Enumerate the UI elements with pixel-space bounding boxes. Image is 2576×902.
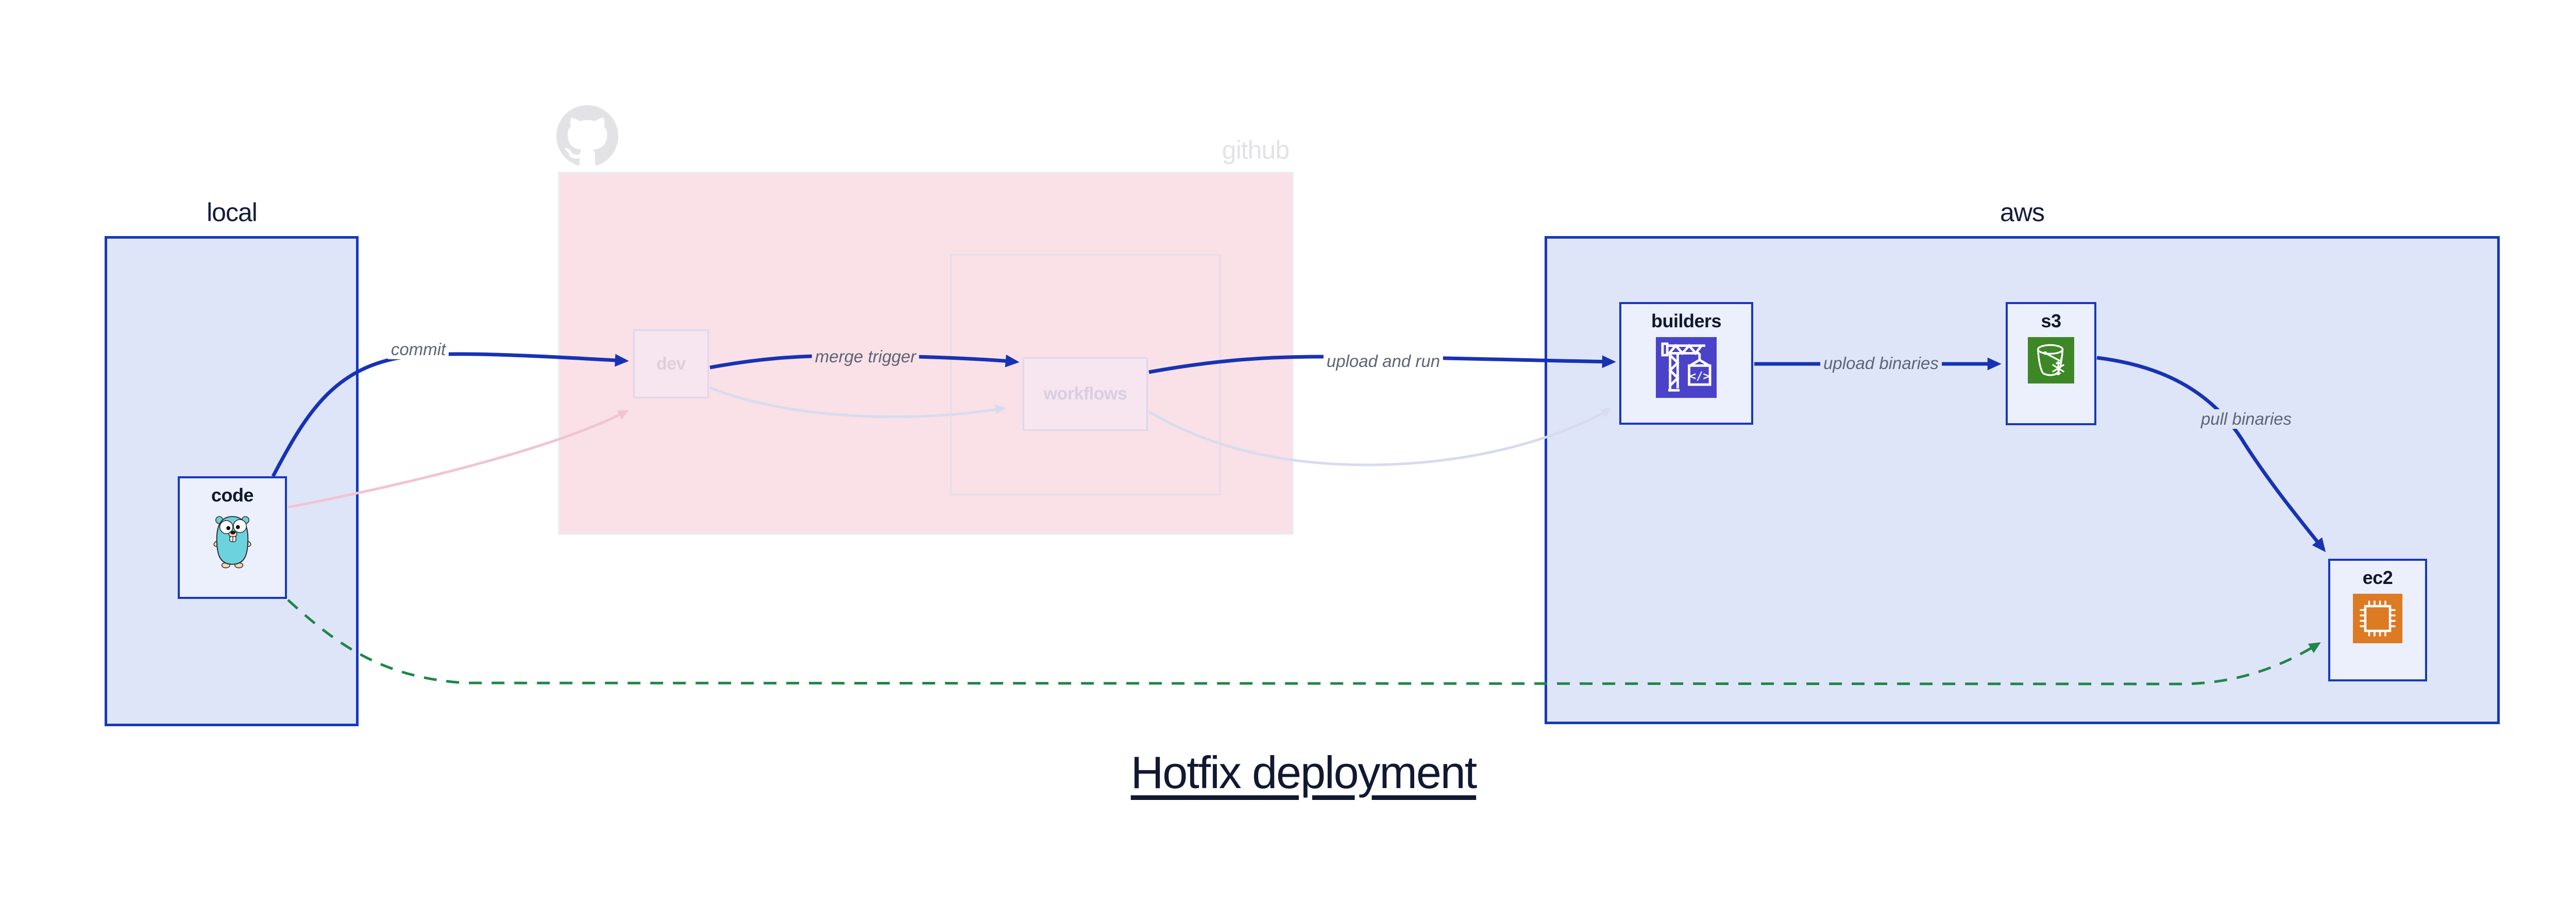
node-code-label: code [211,485,254,506]
node-s3-label: s3 [2041,310,2061,331]
node-builders-label: builders [1651,310,1722,331]
node-dev: dev [633,329,709,398]
diagram-title: Hotfix deployment [1130,747,1477,798]
ec2-chip-icon [2353,594,2402,643]
node-ec2: ec2 [2328,559,2427,681]
node-code: code [178,476,287,599]
node-workflows: workflows [1023,357,1148,431]
master-branch-box [950,254,1221,495]
node-builders: builders </> [1619,302,1753,425]
codebuild-crane-icon: </> [1656,337,1717,398]
node-ec2-label: ec2 [2362,567,2393,588]
go-gopher-icon [213,516,251,569]
node-s3: s3 [2006,302,2096,425]
github-octocat-icon [556,105,618,166]
edge-label-pull-binaries: pull binaries [2197,409,2295,429]
node-dev-label: dev [656,354,686,374]
github-group-label: github [1222,136,1290,164]
s3-bucket-icon [2028,337,2074,383]
edge-label-upload-and-run: upload and run [1323,352,1444,371]
svg-text:</>: </> [1689,370,1710,383]
edge-label-upload-binaries: upload binaries [1820,354,1942,373]
aws-group-label: aws [2000,198,2045,227]
node-workflows-label: workflows [1043,384,1127,404]
edge-label-commit: commit [387,340,449,359]
edge-label-merge-trigger: merge trigger [811,347,920,366]
local-group-label: local [207,198,258,227]
